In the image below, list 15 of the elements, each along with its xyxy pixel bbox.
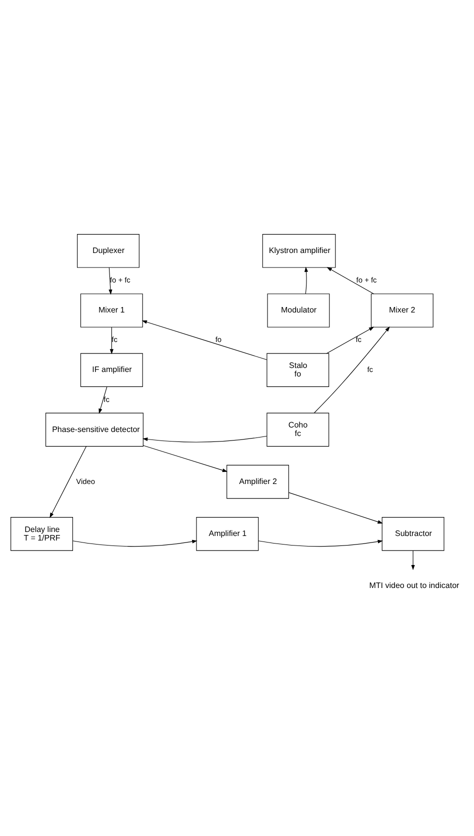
arrow [50,446,87,518]
arrow [142,444,228,472]
arrow [142,435,268,442]
arrow [110,326,114,354]
arrow [411,550,415,570]
arrow [98,386,108,414]
arrow [288,492,383,524]
arrow [142,320,268,360]
arrow [326,266,374,294]
arrow [72,539,198,546]
arrow [258,539,383,546]
arrow [314,326,390,413]
arrow [304,266,308,294]
arrow [108,266,112,294]
arrow [326,326,374,354]
